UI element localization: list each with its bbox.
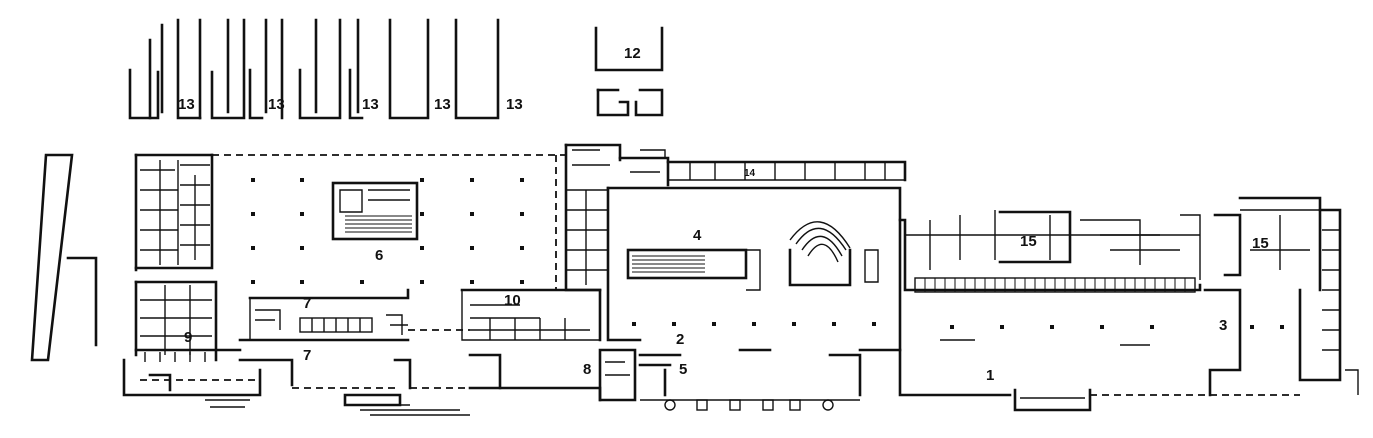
entrance-zone (598, 348, 862, 411)
label-7-upper: 7 (303, 295, 311, 312)
block-7 (238, 288, 470, 390)
label-13-d: 13 (434, 96, 451, 113)
label-14: 14 (744, 168, 756, 179)
label-7-lower: 7 (303, 347, 311, 364)
lower-corridor (122, 358, 602, 416)
block-10 (460, 288, 602, 390)
label-12: 12 (624, 45, 641, 62)
storage-blocks-13 (128, 18, 500, 120)
hall-4 (564, 143, 902, 352)
label-9: 9 (184, 329, 192, 346)
label-13-e: 13 (506, 96, 523, 113)
pavilion-block-12 (594, 26, 664, 117)
left-boundary-wall (30, 153, 98, 362)
label-2: 2 (676, 331, 684, 348)
hall-6 (251, 155, 557, 290)
label-15-a: 15 (1020, 233, 1037, 250)
label-13-b: 13 (268, 96, 285, 113)
label-13-c: 13 (362, 96, 379, 113)
right-wing (858, 196, 1359, 412)
label-4: 4 (693, 227, 702, 244)
entrance-pillars (664, 399, 834, 411)
label-1: 1 (986, 367, 994, 384)
label-6: 6 (375, 247, 383, 264)
left-wing (134, 153, 568, 362)
label-5: 5 (679, 361, 687, 378)
label-8: 8 (583, 361, 591, 378)
label-13-a: 13 (178, 96, 195, 113)
label-15-b: 15 (1252, 235, 1269, 252)
label-10: 10 (504, 292, 521, 309)
block-14-strip (618, 149, 907, 187)
label-3: 3 (1219, 317, 1227, 334)
